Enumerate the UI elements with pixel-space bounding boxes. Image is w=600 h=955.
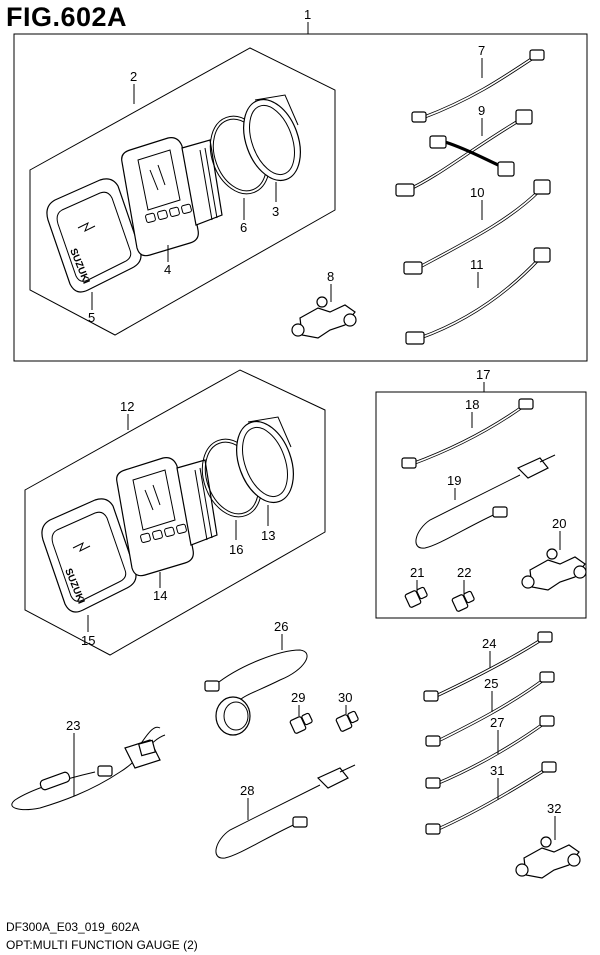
callout-23: 23 bbox=[66, 718, 80, 733]
callout-11: 11 bbox=[470, 257, 484, 272]
callout-13: 13 bbox=[261, 528, 275, 543]
callout-12: 12 bbox=[120, 399, 134, 414]
part-23-power-cable bbox=[11, 726, 166, 811]
callout-7: 7 bbox=[478, 43, 485, 58]
leader-lines bbox=[73, 58, 561, 840]
callout-17: 17 bbox=[476, 367, 490, 382]
part-9-harness bbox=[395, 109, 533, 197]
part-22-terminator bbox=[451, 590, 475, 612]
callout-3: 3 bbox=[272, 204, 279, 219]
part-14-gauge bbox=[116, 457, 218, 577]
callout-25: 25 bbox=[484, 676, 498, 691]
figure-description: OPT:MULTI FUNCTION GAUGE (2) bbox=[6, 938, 198, 952]
part-26-sensor bbox=[204, 649, 308, 736]
part-8-t-connector bbox=[291, 296, 357, 339]
part-11-cable bbox=[405, 247, 551, 345]
part-30-terminator bbox=[335, 710, 359, 732]
part-24-cable bbox=[423, 631, 553, 702]
callout-4: 4 bbox=[164, 262, 171, 277]
callout-1: 1 bbox=[304, 7, 311, 22]
part-5-bezel-cover: SUZUKI bbox=[46, 178, 142, 293]
part-4-gauge bbox=[121, 137, 223, 257]
part-21-terminator bbox=[404, 586, 428, 608]
callout-14: 14 bbox=[153, 588, 167, 603]
callout-22: 22 bbox=[457, 565, 471, 580]
callout-8: 8 bbox=[327, 269, 334, 284]
callout-2: 2 bbox=[130, 69, 137, 84]
part-13-nut-ring bbox=[236, 416, 294, 504]
part-18-cable bbox=[401, 398, 534, 469]
callout-26: 26 bbox=[274, 619, 288, 634]
part-32-t-connector bbox=[515, 836, 581, 879]
callout-numbers: 1 2 3 4 5 6 7 8 9 10 11 12 13 14 15 16 1… bbox=[66, 7, 566, 816]
group-1-frame bbox=[13, 22, 588, 362]
part-28-cable bbox=[215, 764, 356, 859]
part-29-terminator bbox=[289, 712, 313, 734]
callout-10: 10 bbox=[470, 185, 484, 200]
part-7-cable bbox=[411, 49, 545, 123]
part-27-cable bbox=[425, 715, 555, 789]
callout-5: 5 bbox=[88, 310, 95, 325]
callout-6: 6 bbox=[240, 220, 247, 235]
callout-20: 20 bbox=[552, 516, 566, 531]
callout-32: 32 bbox=[547, 801, 561, 816]
callout-31: 31 bbox=[490, 763, 504, 778]
callout-15: 15 bbox=[81, 633, 95, 648]
part-31-cable bbox=[425, 761, 557, 835]
part-10-cable bbox=[403, 179, 551, 275]
callout-19: 19 bbox=[447, 473, 461, 488]
gauge-assembly-12-box bbox=[24, 369, 326, 656]
callout-21: 21 bbox=[410, 565, 424, 580]
callout-29: 29 bbox=[291, 690, 305, 705]
callout-18: 18 bbox=[465, 397, 479, 412]
part-19-cable bbox=[415, 454, 556, 549]
part-25-cable bbox=[425, 671, 555, 747]
figure-code: DF300A_E03_019_602A bbox=[6, 920, 140, 934]
callout-24: 24 bbox=[482, 636, 496, 651]
callout-16: 16 bbox=[229, 542, 243, 557]
part-3-nut-ring bbox=[243, 94, 301, 182]
part-20-t-connector bbox=[521, 548, 587, 591]
callout-9: 9 bbox=[478, 103, 485, 118]
callout-30: 30 bbox=[338, 690, 352, 705]
figure-title: FIG.602A bbox=[6, 2, 128, 32]
callout-27: 27 bbox=[490, 715, 504, 730]
gauge-assembly-2-box bbox=[29, 47, 336, 336]
callout-28: 28 bbox=[240, 783, 254, 798]
group-17-frame bbox=[375, 382, 587, 619]
part-15-bezel-cover: SUZUKI bbox=[41, 498, 137, 613]
